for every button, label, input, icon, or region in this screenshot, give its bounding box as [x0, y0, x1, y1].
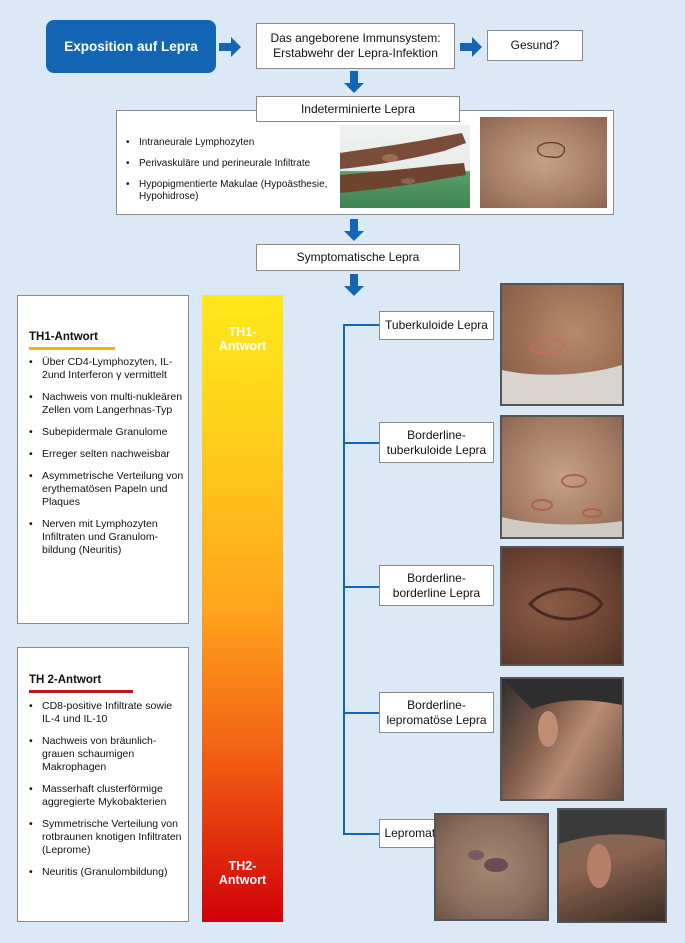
gradient-top-line-1: TH1-	[228, 325, 257, 339]
indeterminate-bullets: Intraneurale Lymphozyten Perivaskuläre u…	[123, 137, 343, 212]
th1-bullet: Asymmetrische Verteilung von erythematös…	[26, 470, 186, 509]
innate-immunity-box: Das angeborene Immunsystem: Erstabwehr d…	[256, 23, 455, 69]
indeterminate-bullet: Perivaskuläre und perineurale Infiltrate	[123, 158, 343, 170]
th2-bullet: CD8-positive Infiltrate sowie IL-4 und I…	[26, 700, 186, 726]
healthy-box: Gesund?	[487, 30, 583, 61]
th2-bullet: Neuritis (Granulombildung)	[26, 866, 186, 879]
photo-tuberculoid	[500, 283, 624, 406]
spectrum-box-borderline-borderline: Borderline- borderline Lepra	[379, 565, 494, 606]
th1-bullet: Subepidermale Granulome	[26, 426, 186, 439]
photo-borderline-lepromatous	[500, 677, 624, 801]
spectrum-connector	[343, 586, 379, 588]
th1-panel: TH1-Antwort Über CD4-Lymphozyten, IL-2un…	[17, 295, 189, 624]
spectrum-line-2: borderline Lepra	[392, 585, 481, 600]
lepromatous-face-illustration	[559, 810, 665, 888]
spectrum-line-2: lepromatöse Lepra	[386, 712, 487, 727]
th-gradient-bar: TH1- Antwort TH2- Antwort	[202, 295, 283, 922]
spectrum-connector	[343, 324, 379, 326]
healthy-label: Gesund?	[510, 38, 560, 52]
borderline-lepromatous-illustration	[502, 679, 622, 747]
symptomatic-box: Symptomatische Lepra	[256, 244, 460, 271]
gradient-bottom-label: TH2- Antwort	[202, 859, 283, 887]
th1-title: TH1-Antwort	[29, 331, 98, 343]
arrow-down-icon	[344, 71, 364, 93]
macula-illustration	[537, 141, 565, 158]
th1-underline	[29, 347, 115, 350]
lepromatous-skin-illustration	[468, 850, 508, 872]
spectrum-box-borderline-lepromatous: Borderline- lepromatöse Lepra	[379, 692, 494, 733]
tuberculoid-illustration	[502, 337, 622, 404]
spectrum-connector	[343, 442, 379, 444]
spectrum-box-borderline-tuberculoid: Borderline- tuberkuloide Lepra	[379, 422, 494, 463]
arrow-right-icon	[219, 37, 241, 57]
innate-line-1: Das angeborene Immunsystem:	[270, 31, 441, 45]
photo-lepromatous-skin	[434, 813, 549, 921]
gradient-top-label: TH1- Antwort	[202, 325, 283, 353]
exposure-label: Exposition auf Lepra	[64, 39, 198, 54]
arrow-down-icon	[344, 219, 364, 241]
th1-bullet: Nachweis von multi-nukleären Zellen vom …	[26, 391, 186, 417]
th2-bullet: Nachweis von bräunlich-grauen schaumigen…	[26, 735, 186, 774]
gradient-bottom-line-1: TH2-	[228, 859, 257, 873]
spectrum-line-1: Tuberkuloide Lepra	[385, 318, 488, 332]
symptomatic-label: Symptomatische Lepra	[296, 250, 420, 264]
gradient-top-line-2: Antwort	[218, 339, 267, 353]
th2-underline	[29, 690, 133, 693]
spectrum-connector	[343, 833, 379, 835]
spectrum-connector	[343, 712, 379, 714]
th1-bullet: Erreger selten nachweisbar	[26, 448, 186, 461]
th1-bullets: Über CD4-Lymphozyten, IL-2und Interferon…	[26, 356, 186, 566]
borderline-tuberculoid-illustration	[502, 474, 622, 537]
spectrum-box-tuberculoid: Tuberkuloide Lepra	[379, 311, 494, 340]
th2-bullet: Symmetrische Verteilung von rotbraunen k…	[26, 818, 186, 857]
arrow-down-icon	[344, 274, 364, 296]
indeterminate-bullet: Intraneurale Lymphozyten	[123, 137, 343, 149]
spectrum-line-1: Borderline-	[407, 697, 466, 712]
exposure-box: Exposition auf Lepra	[46, 20, 216, 73]
th2-bullet: Masserhaft clusterförmige aggregierte My…	[26, 783, 186, 809]
legs-photo	[340, 125, 470, 208]
arrow-right-icon	[460, 37, 482, 57]
photo-lepromatous-face	[557, 808, 667, 923]
gradient-bottom-line-2: Antwort	[218, 873, 267, 887]
indeterminate-bullet: Hypopigmentierte Makulae (Hypoästhesie, …	[123, 179, 343, 203]
photo-borderline-tuberculoid	[500, 415, 624, 539]
spectrum-line-1: Borderline-	[407, 427, 466, 442]
macula-photo	[480, 117, 607, 208]
spectrum-line-2: tuberkuloide Lepra	[386, 442, 487, 457]
spectrum-vertical-line	[343, 324, 345, 834]
indeterminate-box: Indeterminierte Lepra	[256, 96, 460, 122]
th1-bullet: Über CD4-Lymphozyten, IL-2und Interferon…	[26, 356, 186, 382]
photo-borderline-borderline	[500, 546, 624, 666]
indeterminate-label: Indeterminierte Lepra	[300, 101, 416, 116]
th2-title: TH 2-Antwort	[29, 674, 102, 686]
borderline-borderline-illustration	[527, 587, 604, 621]
th2-panel: TH 2-Antwort CD8-positive Infiltrate sow…	[17, 647, 189, 922]
innate-line-2: Erstabwehr der Lepra-Infektion	[273, 46, 438, 60]
th2-bullets: CD8-positive Infiltrate sowie IL-4 und I…	[26, 700, 186, 888]
spectrum-line-1: Borderline-	[407, 570, 466, 585]
legs-illustration	[340, 133, 466, 193]
th1-bullet: Nerven mit Lymphozyten Infiltraten und G…	[26, 518, 186, 557]
